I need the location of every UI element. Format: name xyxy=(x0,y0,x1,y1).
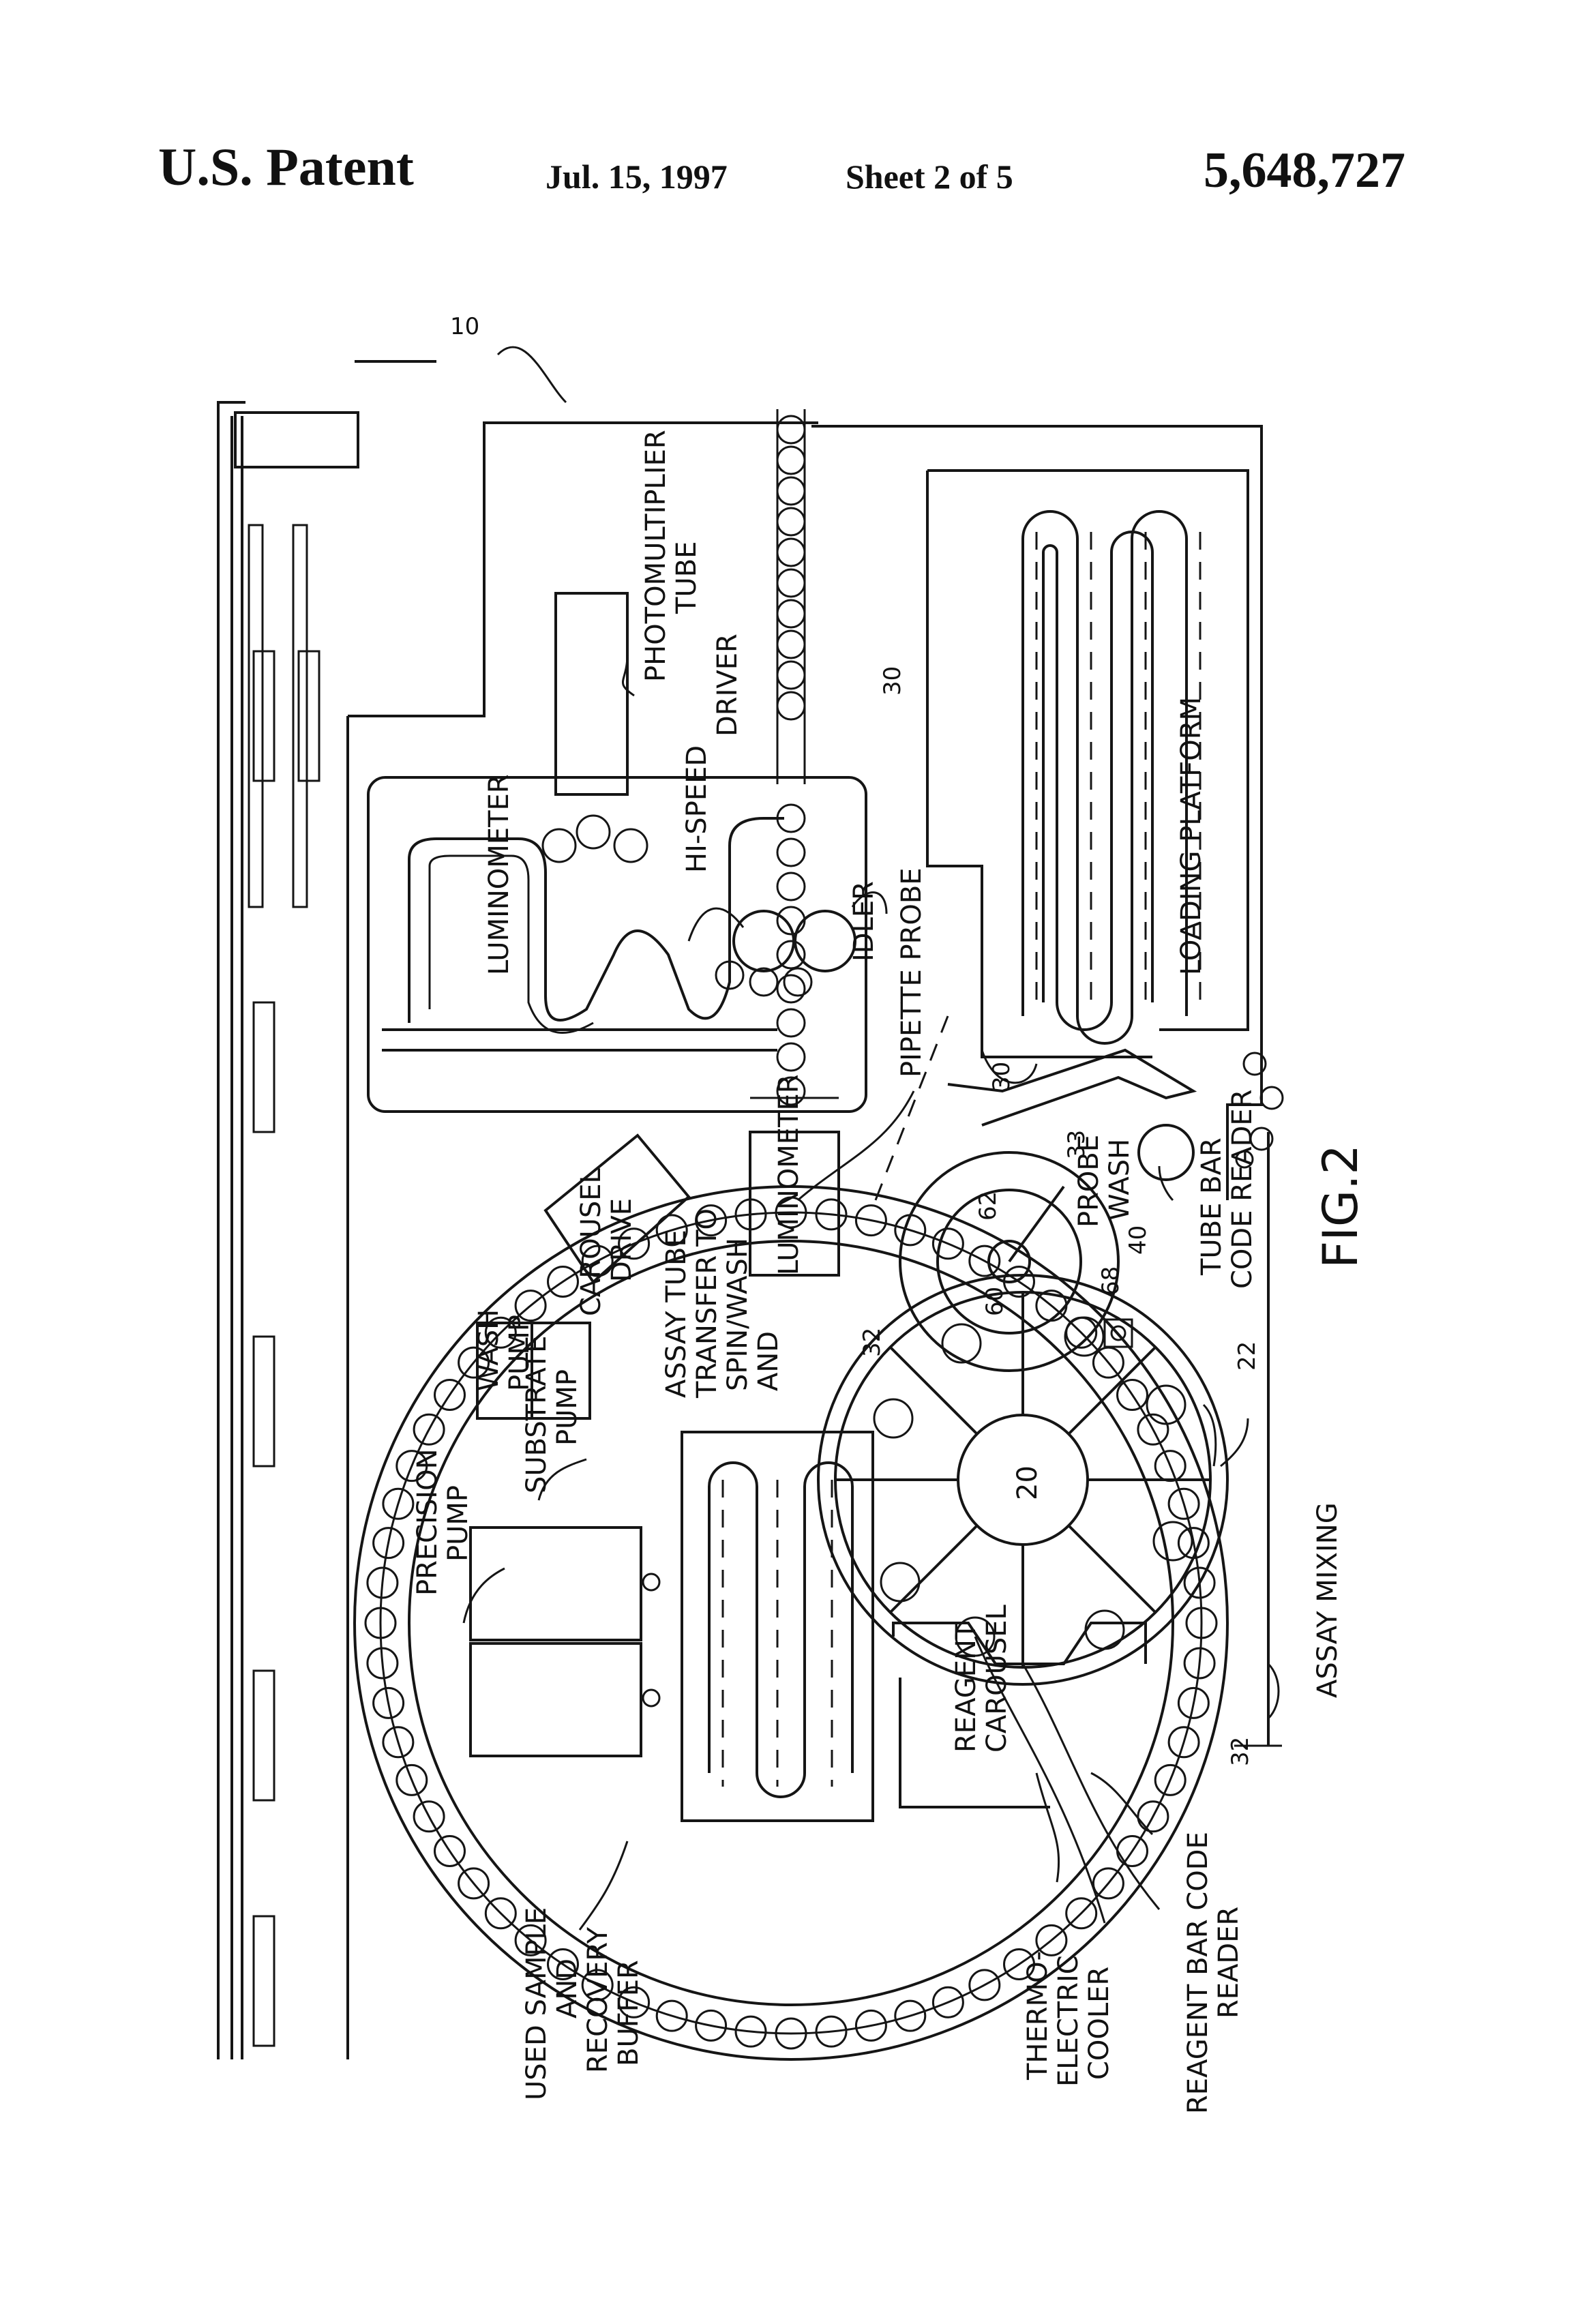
ref-40: 40 xyxy=(1124,1225,1152,1255)
ref-22: 22 xyxy=(1234,1341,1261,1371)
luminometer-mid-label: LUMINOMETER xyxy=(773,1074,805,1275)
assay-mixing-label: ASSAY MIXING xyxy=(1312,1502,1343,1698)
reagent-carousel-label: CAROUSEL xyxy=(981,1604,1013,1753)
assay-tube-label-1: ASSAY TUBE xyxy=(661,1230,692,1398)
assay-tube-label-3: SPIN/WASH xyxy=(722,1238,753,1391)
ref-20: 20 xyxy=(1012,1465,1043,1500)
luminometer-module xyxy=(368,593,866,1112)
tube-label: TUBE xyxy=(671,541,702,614)
code-reader-label: CODE READER xyxy=(1227,1090,1258,1290)
ref-30-mid: 30 xyxy=(988,1062,1015,1091)
used-sample-label-4: BUFFER xyxy=(613,1960,644,2066)
substrate-pump-label: PUMP xyxy=(552,1369,583,1446)
substrate-label: SUBSTRATE xyxy=(521,1336,552,1493)
reagent-bar-code-label-1: REAGENT BAR CODE xyxy=(1182,1832,1214,2114)
loading-platform-label: LOADING PLATFORM xyxy=(1176,697,1207,975)
probe-wash-label: WASH xyxy=(1104,1139,1135,1221)
precision-label: PRECISION xyxy=(412,1448,443,1596)
assay-tube-label-4: AND xyxy=(753,1331,784,1391)
used-sample-label-1: USED SAMPLE xyxy=(521,1907,552,2100)
carousel-drive-label-1: CAROUSEL xyxy=(576,1167,607,1316)
photomultiplier-label: PHOTOMULTIPLIER xyxy=(640,430,672,682)
thermo-label-1: THERMO- xyxy=(1022,1951,1054,2081)
ref-10: 10 xyxy=(450,313,479,340)
ref-32-a: 32 xyxy=(859,1328,886,1357)
idler-label: IDLER xyxy=(848,881,880,962)
pipette-probe-label: PIPETTE PROBE xyxy=(896,867,927,1077)
assay-tube-label-2: TRANSFER TO xyxy=(691,1208,723,1399)
wash-pump-label-1: WASH xyxy=(473,1309,505,1391)
luminometer-top-label: LUMINOMETER xyxy=(483,774,515,975)
conveyor-chain xyxy=(777,409,805,1105)
left-rail-assembly xyxy=(218,361,818,2059)
used-sample-label-3: RECOVERY xyxy=(582,1926,614,2073)
driver-label: DRIVER xyxy=(712,634,743,736)
precision-pump-label: PUMP xyxy=(443,1485,474,1562)
hi-speed-label: HI-SPEED xyxy=(681,745,713,873)
ref-30-top: 30 xyxy=(879,666,906,696)
tube-bar-label: TUBE BAR xyxy=(1196,1137,1227,1276)
housing-outline xyxy=(498,347,1262,1200)
ref-60: 60 xyxy=(981,1287,1009,1316)
carousel-drive-label-2: DRIVE xyxy=(606,1198,638,1282)
ref-62: 62 xyxy=(974,1191,1002,1221)
figure-label: FIG.2 xyxy=(1313,1144,1369,1268)
ref-68: 68 xyxy=(1097,1266,1124,1296)
thermo-label-2: ELECTRIC xyxy=(1053,1955,1084,2087)
used-sample-label-2: AND xyxy=(552,1958,583,2018)
reagent-bar-code-label-2: READER xyxy=(1213,1907,1244,2018)
reagent-label: REAGENT xyxy=(951,1622,982,1753)
probe-label: PROBE xyxy=(1073,1135,1105,1227)
thermo-label-3: COOLER xyxy=(1084,1967,1115,2080)
ref-32-b: 32 xyxy=(1227,1737,1254,1766)
